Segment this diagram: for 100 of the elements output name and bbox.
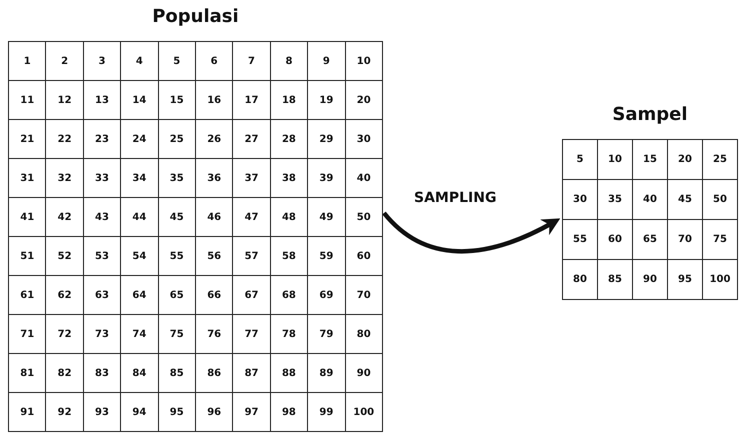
grid-cell: 90 bbox=[633, 260, 668, 300]
grid-cell: 45 bbox=[668, 180, 703, 220]
table-title: Populasi bbox=[152, 6, 239, 27]
grid-cell: 94 bbox=[121, 393, 159, 432]
grid-cell: 21 bbox=[9, 120, 46, 159]
grid-cell: 79 bbox=[308, 315, 346, 354]
curved-arrow bbox=[382, 211, 560, 254]
grid-cell: 54 bbox=[121, 237, 159, 276]
grid-cell: 25 bbox=[158, 120, 196, 159]
grid-cell: 16 bbox=[196, 81, 234, 120]
grid-cell: 18 bbox=[270, 81, 308, 120]
grid-cell: 64 bbox=[121, 276, 159, 315]
grid-cell: 9 bbox=[308, 42, 346, 81]
grid-cell: 11 bbox=[9, 81, 46, 120]
grid-cell: 38 bbox=[270, 159, 308, 198]
grid-cell: 85 bbox=[158, 354, 196, 393]
grid-cell: 82 bbox=[46, 354, 84, 393]
grid-cell: 100 bbox=[346, 393, 383, 432]
grid-cell: 75 bbox=[703, 220, 738, 260]
grid-cell: 41 bbox=[9, 198, 46, 237]
grid-cell: 23 bbox=[84, 120, 122, 159]
grid-cell: 48 bbox=[270, 198, 308, 237]
grid-cell: 68 bbox=[270, 276, 308, 315]
grid-cell: 77 bbox=[233, 315, 271, 354]
grid-cell: 25 bbox=[703, 140, 738, 180]
grid-cell: 42 bbox=[46, 198, 84, 237]
grid-cell: 20 bbox=[668, 140, 703, 180]
grid-cell: 19 bbox=[308, 81, 346, 120]
grid-cell: 72 bbox=[46, 315, 84, 354]
grid-cell: 13 bbox=[84, 81, 122, 120]
grid-cell: 2 bbox=[46, 42, 84, 81]
grid-cell: 80 bbox=[346, 315, 383, 354]
grid-cell: 7 bbox=[233, 42, 271, 81]
grid-cell: 97 bbox=[233, 393, 271, 432]
grid-cell: 60 bbox=[346, 237, 383, 276]
grid-cell: 96 bbox=[196, 393, 234, 432]
grid-cell: 56 bbox=[196, 237, 234, 276]
grid-cell: 45 bbox=[158, 198, 196, 237]
grid-cell: 95 bbox=[158, 393, 196, 432]
grid-cell: 65 bbox=[158, 276, 196, 315]
grid-cell: 15 bbox=[158, 81, 196, 120]
grid-cell: 76 bbox=[196, 315, 234, 354]
grid-cell: 6 bbox=[196, 42, 234, 81]
grid-cell: 52 bbox=[46, 237, 84, 276]
grid-cell: 71 bbox=[9, 315, 46, 354]
grid-cell: 81 bbox=[9, 354, 46, 393]
grid-cell: 60 bbox=[598, 220, 633, 260]
grid-cell: 5 bbox=[158, 42, 196, 81]
grid-cell: 65 bbox=[633, 220, 668, 260]
grid-cell: 47 bbox=[233, 198, 271, 237]
grid-cell: 20 bbox=[346, 81, 383, 120]
grid-cell: 95 bbox=[668, 260, 703, 300]
grid-cell: 92 bbox=[46, 393, 84, 432]
grid-cell: 33 bbox=[84, 159, 122, 198]
grid-cell: 74 bbox=[121, 315, 159, 354]
grid-cell: 10 bbox=[598, 140, 633, 180]
grid-cell: 90 bbox=[346, 354, 383, 393]
grid-cell: 59 bbox=[308, 237, 346, 276]
grid-cell: 83 bbox=[84, 354, 122, 393]
grid-cell: 85 bbox=[598, 260, 633, 300]
number-table bbox=[8, 6, 383, 432]
grid-cell: 24 bbox=[121, 120, 159, 159]
grid-cell: 15 bbox=[633, 140, 668, 180]
grid-cell: 22 bbox=[46, 120, 84, 159]
grid-cell: 49 bbox=[308, 198, 346, 237]
grid-cell: 30 bbox=[563, 180, 598, 220]
grid-cell: 35 bbox=[598, 180, 633, 220]
grid-cell: 70 bbox=[668, 220, 703, 260]
grid-cell: 88 bbox=[270, 354, 308, 393]
grid-cell: 34 bbox=[121, 159, 159, 198]
grid-cell: 100 bbox=[703, 260, 738, 300]
grid-cell: 39 bbox=[308, 159, 346, 198]
grid-cell: 37 bbox=[233, 159, 271, 198]
grid-cell: 27 bbox=[233, 120, 271, 159]
table-title: Sampel bbox=[612, 104, 688, 125]
grid-cell: 14 bbox=[121, 81, 159, 120]
grid-cell: 53 bbox=[84, 237, 122, 276]
grid-cell: 55 bbox=[158, 237, 196, 276]
grid-cell: 35 bbox=[158, 159, 196, 198]
grid-cell: 63 bbox=[84, 276, 122, 315]
grid-cell: 62 bbox=[46, 276, 84, 315]
grid-cell: 55 bbox=[563, 220, 598, 260]
grid-cell: 73 bbox=[84, 315, 122, 354]
grid-cell: 61 bbox=[9, 276, 46, 315]
grid-cell: 69 bbox=[308, 276, 346, 315]
grid-cell: 50 bbox=[346, 198, 383, 237]
grid-cell: 28 bbox=[270, 120, 308, 159]
grid-cell: 87 bbox=[233, 354, 271, 393]
grid-cell: 1 bbox=[9, 42, 46, 81]
grid-cell: 10 bbox=[346, 42, 383, 81]
grid-cell: 30 bbox=[346, 120, 383, 159]
grid-cell: 67 bbox=[233, 276, 271, 315]
number-table bbox=[562, 104, 738, 300]
grid-cell: 46 bbox=[196, 198, 234, 237]
grid-cell: 44 bbox=[121, 198, 159, 237]
grid-cell: 31 bbox=[9, 159, 46, 198]
grid-cell: 98 bbox=[270, 393, 308, 432]
grid-cell: 84 bbox=[121, 354, 159, 393]
grid-cell: 58 bbox=[270, 237, 308, 276]
grid-cell: 17 bbox=[233, 81, 271, 120]
